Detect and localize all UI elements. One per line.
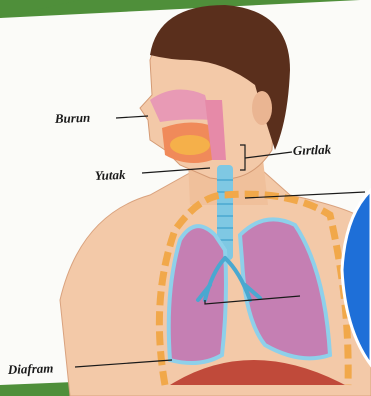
label-yutak: Yutak <box>95 167 127 183</box>
ear <box>252 91 272 125</box>
left-lung <box>169 226 226 363</box>
label-diafram: Diafram <box>7 360 54 377</box>
tongue <box>170 135 210 155</box>
label-burun: Burun <box>54 110 91 126</box>
label-girtlak: Gırtlak <box>293 142 332 158</box>
